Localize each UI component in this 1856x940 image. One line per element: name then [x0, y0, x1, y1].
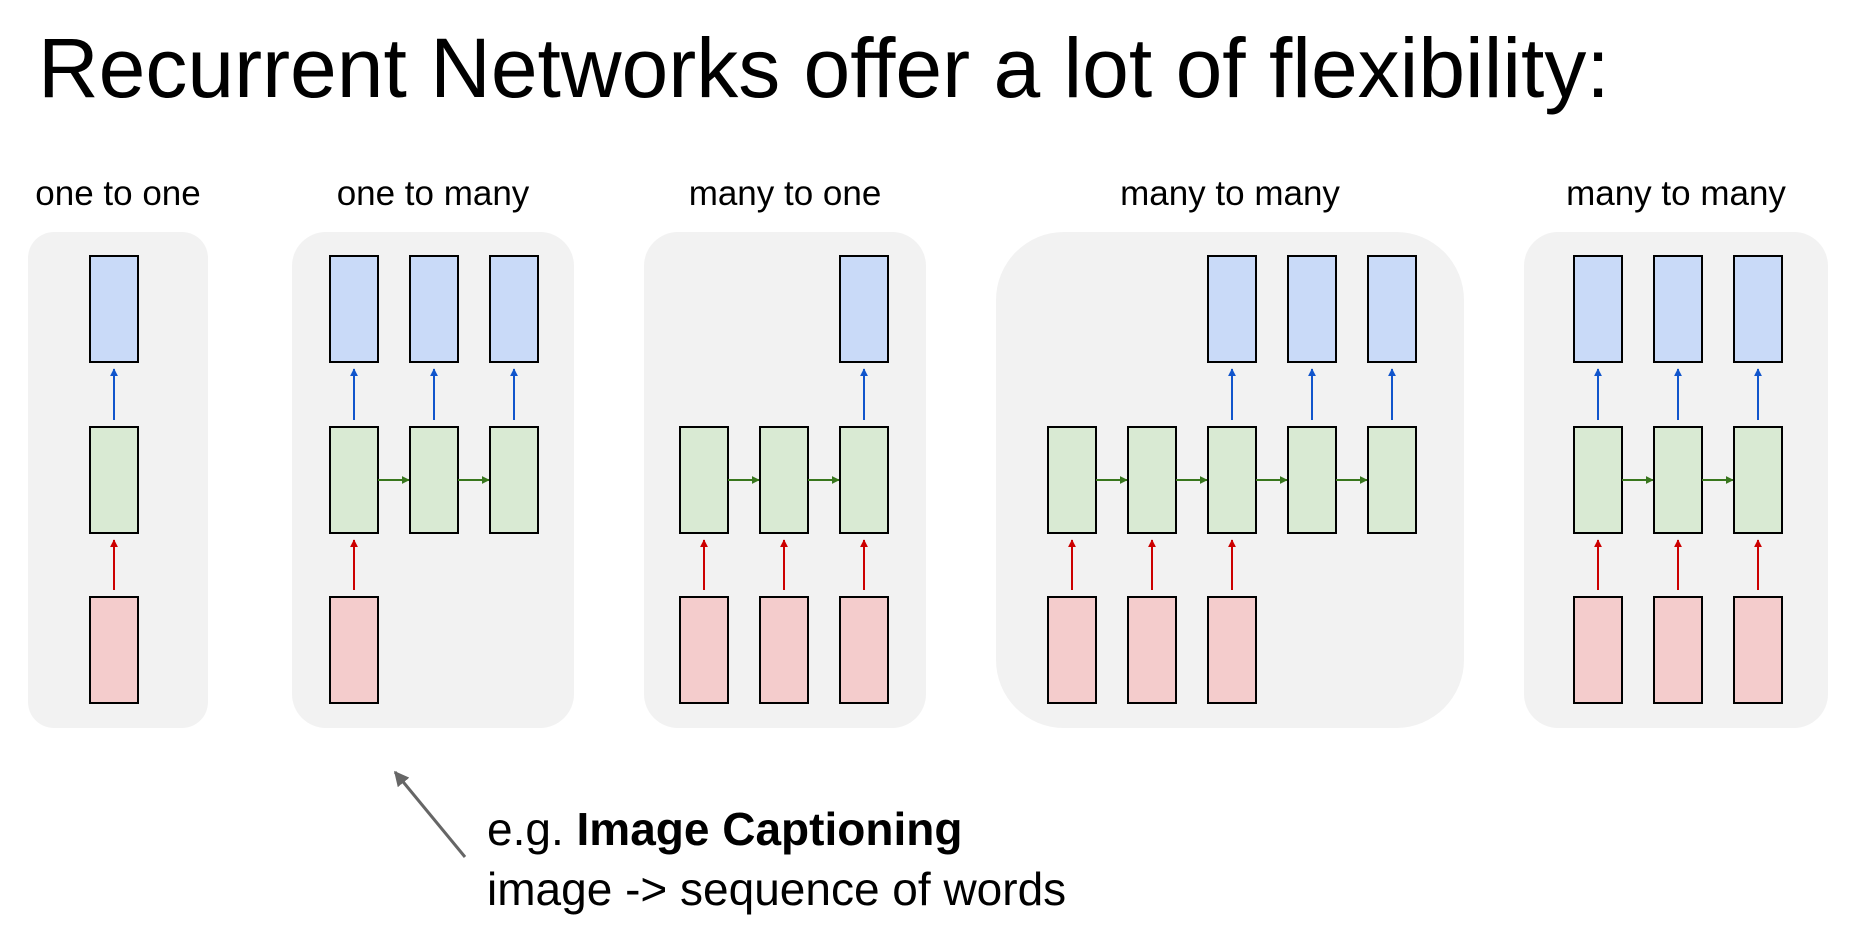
input-box	[1733, 596, 1783, 704]
hidden-state-box	[839, 426, 889, 534]
hidden-state-box	[1653, 426, 1703, 534]
hidden-state-box	[409, 426, 459, 534]
rnn-panel-2: one to many	[292, 174, 574, 728]
hidden-state-box	[329, 426, 379, 534]
input-box	[1573, 596, 1623, 704]
panel-label: many to many	[1566, 174, 1786, 213]
rnn-panel-4: many to many	[996, 174, 1464, 728]
hidden-state-box	[1207, 426, 1257, 534]
output-box	[1367, 255, 1417, 363]
output-box	[409, 255, 459, 363]
annotation-emphasis: Image Captioning	[576, 803, 963, 855]
hidden-state-box	[679, 426, 729, 534]
output-box	[329, 255, 379, 363]
output-box	[1207, 255, 1257, 363]
output-box	[489, 255, 539, 363]
input-box	[89, 596, 139, 704]
hidden-state-box	[759, 426, 809, 534]
output-box	[1733, 255, 1783, 363]
panel-label: one to one	[35, 174, 200, 213]
output-box	[89, 255, 139, 363]
input-box	[1127, 596, 1177, 704]
annotation-detail: image -> sequence of words	[487, 863, 1067, 915]
annotation-example: e.g. Image Captioning	[487, 806, 962, 852]
rnn-panel-1: one to one	[28, 174, 208, 728]
output-box	[1653, 255, 1703, 363]
input-box	[1047, 596, 1097, 704]
output-box	[839, 255, 889, 363]
hidden-state-box	[1573, 426, 1623, 534]
hidden-state-box	[1127, 426, 1177, 534]
output-box	[1573, 255, 1623, 363]
annotation-pointer-arrow	[393, 770, 467, 858]
panel-label: one to many	[337, 174, 530, 213]
annotation-prefix: e.g.	[487, 803, 577, 855]
rnn-panel-5: many to many	[1524, 174, 1828, 728]
rnn-panel-3: many to one	[644, 174, 926, 728]
input-box	[679, 596, 729, 704]
input-box	[839, 596, 889, 704]
slide-title: Recurrent Networks offer a lot of flexib…	[38, 21, 1610, 115]
hidden-state-box	[89, 426, 139, 534]
input-box	[1653, 596, 1703, 704]
hidden-state-box	[1047, 426, 1097, 534]
output-box	[1287, 255, 1337, 363]
hidden-state-box	[1733, 426, 1783, 534]
panel-label: many to many	[1120, 174, 1340, 213]
hidden-state-box	[1367, 426, 1417, 534]
input-box	[1207, 596, 1257, 704]
input-box	[329, 596, 379, 704]
hidden-state-box	[1287, 426, 1337, 534]
hidden-state-box	[489, 426, 539, 534]
panel-label: many to one	[689, 174, 882, 213]
input-box	[759, 596, 809, 704]
